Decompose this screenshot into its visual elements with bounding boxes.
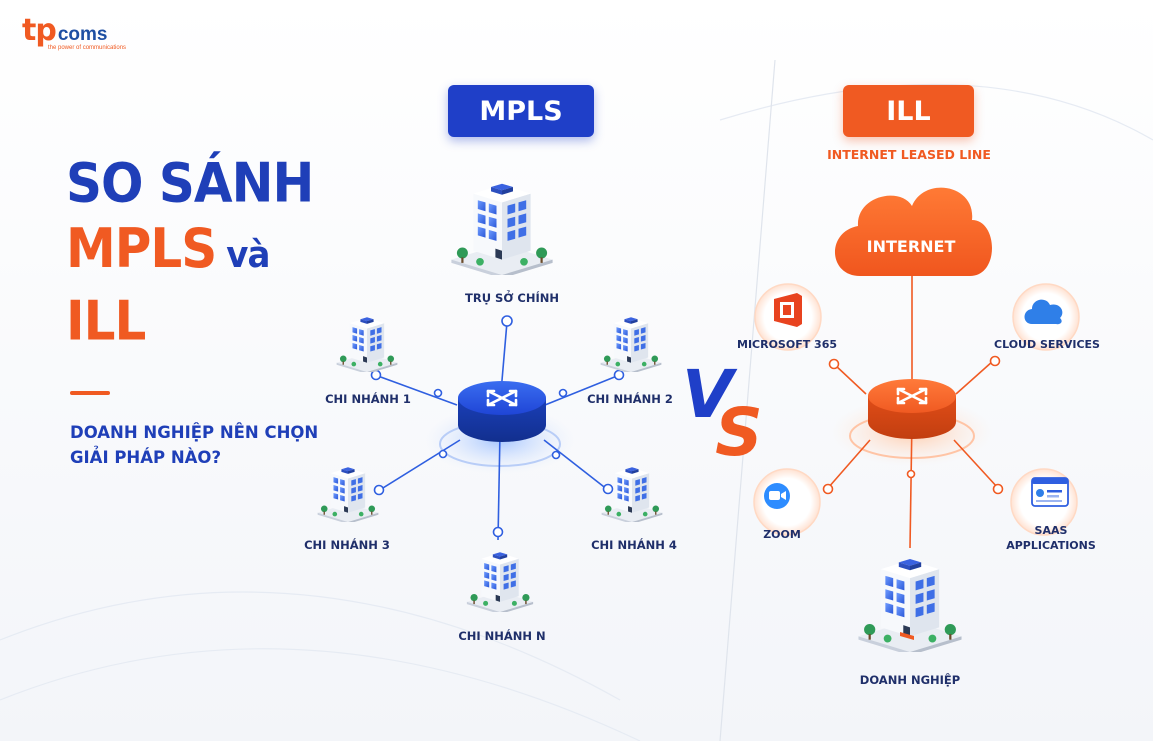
headline-divider xyxy=(70,391,110,395)
link-branch-4 xyxy=(543,439,609,491)
ill-link-nodes xyxy=(822,355,1004,495)
microsoft-365-label: MICROSOFT 365 xyxy=(736,338,838,351)
internet-cloud-icon xyxy=(834,187,992,276)
branch-3-building-icon xyxy=(317,467,379,522)
microsoft-office-icon xyxy=(774,293,802,327)
branch-n-building-icon xyxy=(466,552,534,612)
mpls-diagram xyxy=(317,183,663,612)
ill-diagram xyxy=(753,187,1080,652)
zoom-camera-icon xyxy=(764,483,790,509)
versus-mark: VS xyxy=(682,362,781,466)
saas-label-line-1: SAAS xyxy=(1034,524,1068,537)
hq-label: TRỤ SỞ CHÍNH xyxy=(465,291,559,305)
subtitle-line-2: GIẢI PHÁP NÀO? xyxy=(70,448,222,467)
link-saas xyxy=(953,439,999,489)
headline-conjunction: và xyxy=(226,233,270,277)
link-enterprise xyxy=(909,417,913,549)
headline-line-3: ILL xyxy=(66,289,146,353)
branch-1-building-icon xyxy=(336,317,398,372)
link-branch-1 xyxy=(377,375,458,406)
headline-line-1: SO SÁNH xyxy=(66,151,314,215)
mpls-router-icon xyxy=(458,381,546,442)
internet-label: INTERNET xyxy=(866,237,956,256)
logo-tagline: the power of communications xyxy=(48,45,127,51)
branch-4-building-icon xyxy=(601,467,663,522)
mpls-title-badge: MPLS xyxy=(448,85,594,137)
ill-title-badge: ILL xyxy=(843,85,974,137)
link-microsoft xyxy=(834,364,867,395)
enterprise-building-icon xyxy=(858,559,962,652)
link-branch-n xyxy=(497,431,501,541)
branch-1-label: CHI NHÁNH 1 xyxy=(325,392,411,406)
headline-line-2: MPLS xyxy=(66,217,217,281)
branch-4-label: CHI NHÁNH 4 xyxy=(591,538,677,552)
ill-links xyxy=(827,276,999,549)
link-hq xyxy=(500,321,508,393)
branch-3-label: CHI NHÁNH 3 xyxy=(304,538,390,552)
saas-label-line-2: APPLICATIONS xyxy=(1006,539,1096,552)
subtitle-line-1: DOANH NGHIỆP NÊN CHỌN xyxy=(70,423,319,442)
link-zoom xyxy=(827,439,871,489)
branch-2-building-icon xyxy=(600,317,662,372)
link-cloud-services xyxy=(955,360,994,395)
ill-router-icon xyxy=(868,379,956,439)
headline-subtitle: DOANH NGHIỆP NÊN CHỌN GIẢI PHÁP NÀO? xyxy=(70,420,318,470)
ill-subtitle: INTERNET LEASED LINE xyxy=(827,147,991,162)
saas-applications-label: SAAS APPLICATIONS xyxy=(1006,523,1096,553)
link-branch-2 xyxy=(544,375,618,406)
link-nodes xyxy=(370,315,625,538)
versus-v: V xyxy=(682,356,734,433)
enterprise-label: DOANH NGHIỆP xyxy=(859,673,961,687)
hq-building-icon xyxy=(451,183,553,275)
branch-2-label: CHI NHÁNH 2 xyxy=(587,392,673,406)
saas-app-icon xyxy=(1031,477,1069,507)
divider-line xyxy=(719,59,776,741)
branch-n-label: CHI NHÁNH N xyxy=(458,629,546,643)
logo-tp-text: tp xyxy=(22,13,57,48)
link-branch-3 xyxy=(377,439,461,492)
cloud-icon xyxy=(1024,299,1063,325)
logo-coms-text: coms xyxy=(57,24,108,45)
enterprise-awning xyxy=(900,632,914,640)
cloud-services-label: CLOUD SERVICES xyxy=(994,338,1100,351)
mpls-links xyxy=(377,321,618,541)
versus-s: S xyxy=(715,394,763,471)
zoom-label: ZOOM xyxy=(763,528,801,541)
